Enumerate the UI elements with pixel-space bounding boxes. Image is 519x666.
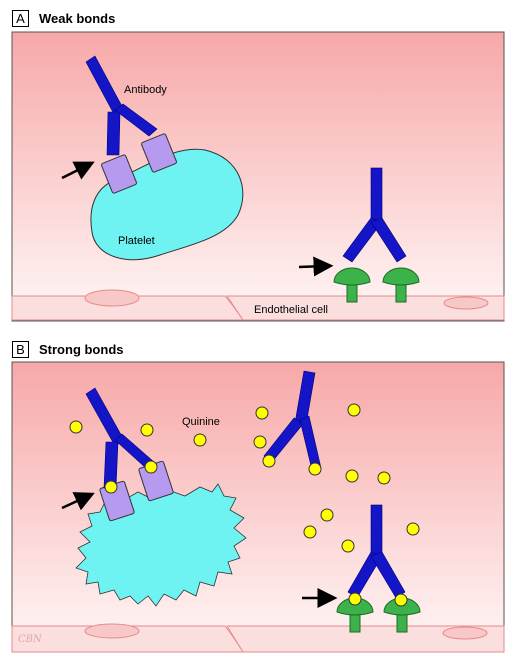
- nucleus-right-b: [442, 626, 488, 640]
- panel-b-letter: B: [12, 340, 29, 358]
- panel-b-header: B Strong bonds: [12, 339, 124, 359]
- quinine-molecule: [345, 469, 359, 483]
- antibody-label: Antibody: [124, 84, 167, 96]
- quinine-molecule: [347, 403, 361, 417]
- antibody-platelet-b: [85, 387, 155, 489]
- antibody-free-b: [263, 370, 322, 471]
- quinine-molecule: [262, 454, 276, 468]
- quinine-molecule: [308, 462, 322, 476]
- quinine-molecule: [406, 522, 420, 536]
- platelet-label: Platelet: [118, 235, 155, 247]
- antibody-platelet-a: [85, 55, 158, 156]
- nucleus-left-b: [84, 623, 140, 639]
- panel-a-header: A Weak bonds: [12, 8, 115, 28]
- panel-b: Quinine CBN: [11, 361, 505, 653]
- quinine-molecule: [140, 423, 154, 437]
- platelet-receptor-right-a: [141, 133, 177, 173]
- panel-a-letter: A: [12, 9, 29, 27]
- quinine-molecule: [394, 593, 408, 607]
- endothelial-cell-right-a: [226, 295, 505, 321]
- quinine-molecule: [377, 471, 391, 485]
- quinine-molecule: [104, 480, 118, 494]
- quinine-molecule: [255, 406, 269, 420]
- quinine-molecule: [320, 508, 334, 522]
- quinine-molecule: [253, 435, 267, 449]
- arrow-endothelial-a: [298, 256, 334, 277]
- quinine-molecule: [144, 460, 158, 474]
- endothelial-cell-label: Endothelial cell: [254, 304, 328, 316]
- panel-a-title: Weak bonds: [39, 10, 116, 26]
- artist-signature: CBN: [18, 634, 43, 645]
- arrow-platelet-a: [61, 161, 95, 180]
- quinine-molecule: [69, 420, 83, 434]
- nucleus-left-a: [84, 289, 140, 307]
- quinine-molecule: [193, 433, 207, 447]
- quinine-molecule: [303, 525, 317, 539]
- panel-b-background: [11, 361, 505, 653]
- panel-a: Antibody Platelet Endothelial cell: [11, 31, 505, 322]
- endothelial-receptor-right-b: [383, 597, 421, 633]
- endothelial-cell-right-b: [226, 625, 505, 653]
- endothelium-b: [11, 623, 505, 653]
- antibody-endothelial-b: [347, 504, 406, 599]
- endothelial-receptor-left-a: [333, 267, 371, 303]
- panel-b-title: Strong bonds: [39, 341, 124, 357]
- antibody-free-a: [342, 167, 407, 263]
- quinine-molecules: [69, 403, 420, 607]
- panel-a-background: [11, 31, 505, 322]
- quinine-label: Quinine: [182, 416, 220, 428]
- endothelial-receptor-left-b: [336, 597, 374, 633]
- endothelium-a: [11, 289, 505, 321]
- quinine-molecule: [341, 539, 355, 553]
- quinine-molecule: [348, 592, 362, 606]
- endothelial-receptor-right-a: [382, 267, 420, 303]
- nucleus-right-a: [443, 296, 489, 310]
- platelet-receptor-left-a: [101, 154, 137, 194]
- arrow-platelet-b: [61, 492, 95, 511]
